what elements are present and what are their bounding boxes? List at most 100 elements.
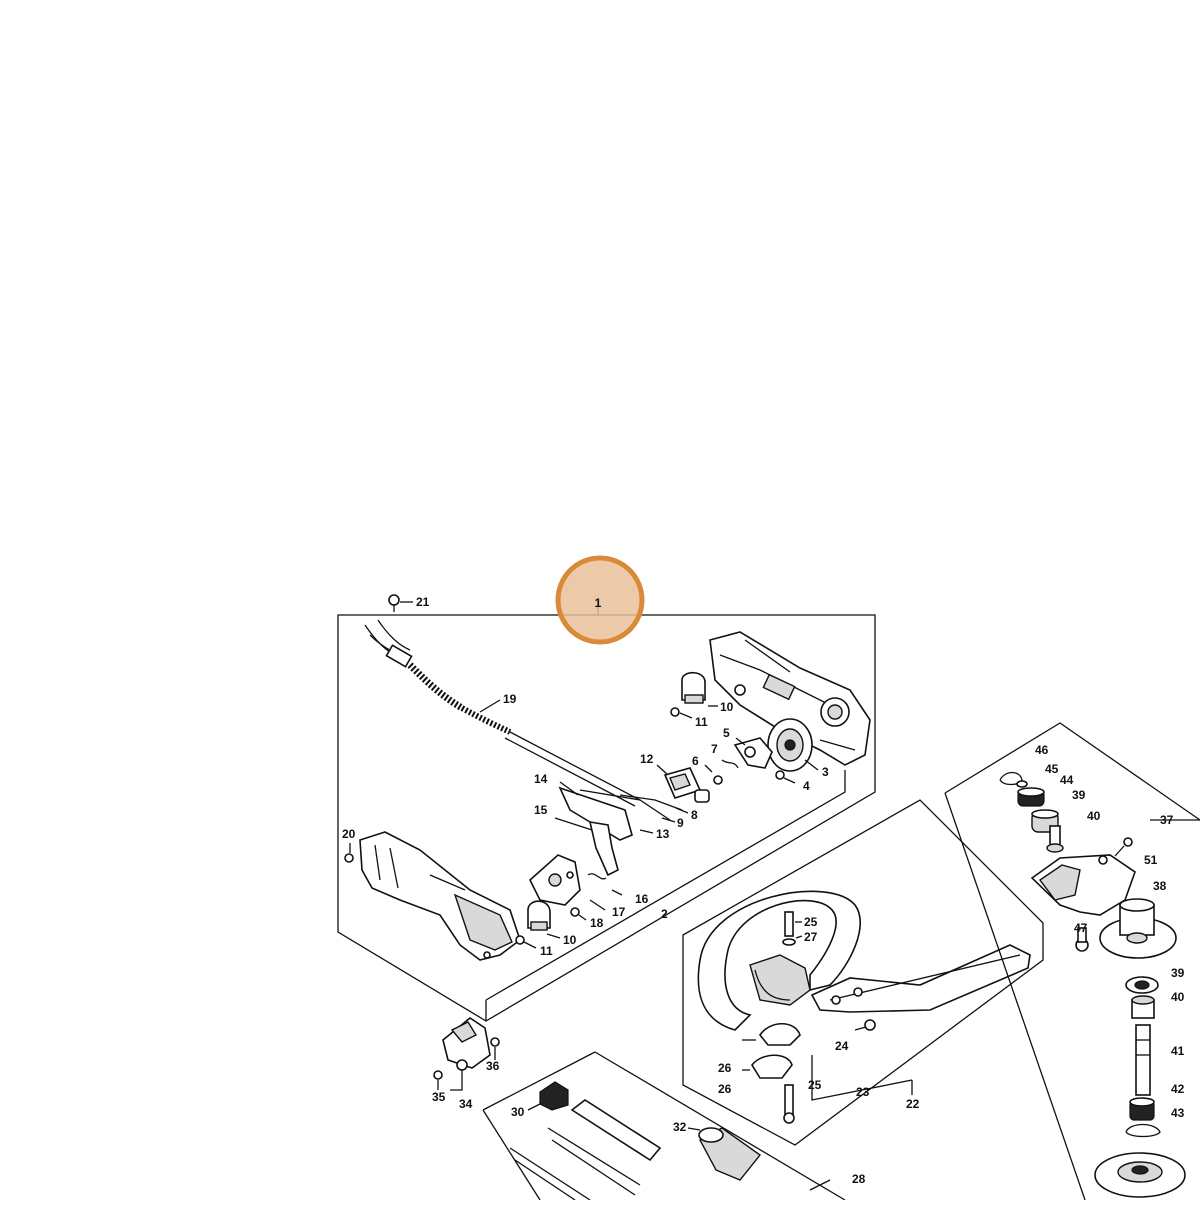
starter-pulley-part-3 (767, 718, 819, 772)
callout-22: 22 (906, 1097, 920, 1111)
bearing-part-44 (1017, 787, 1045, 807)
washer-part-27 (782, 935, 803, 946)
callout-26-upper: 26 (718, 1061, 732, 1075)
callout-40-lower: 40 (1171, 990, 1185, 1004)
nut-part-36 (490, 1037, 500, 1060)
callout-40-upper: 40 (1087, 809, 1101, 823)
callout-30: 30 (511, 1105, 525, 1119)
highlight-marker[interactable] (555, 555, 645, 645)
callout-23: 23 (856, 1085, 870, 1099)
clamp-part-10-upper (681, 671, 718, 707)
screw-part-25-lower (783, 1084, 795, 1124)
callout-24: 24 (835, 1039, 849, 1053)
clamp-part-10-lower (527, 900, 561, 939)
engine-housing-part (709, 631, 871, 766)
spring-part-17 (589, 899, 606, 911)
gear-part-40-lower (1131, 995, 1155, 1019)
callout-7: 7 (711, 742, 718, 756)
shaft-tube-frame (482, 1051, 846, 1201)
callout-10-lower: 10 (563, 933, 577, 947)
callout-34: 34 (459, 1097, 473, 1111)
screw-part-21 (388, 594, 413, 612)
leader-34 (450, 1070, 463, 1091)
thrust-plate-part (1094, 1152, 1186, 1198)
callout-44: 44 (1060, 773, 1074, 787)
callout-28: 28 (852, 1172, 866, 1186)
callout-26-lower: 26 (718, 1082, 732, 1096)
callout-43: 43 (1171, 1106, 1185, 1120)
callout-3: 3 (822, 765, 829, 779)
spring-part-16 (587, 873, 623, 896)
callout-27: 27 (804, 930, 818, 944)
callout-2: 2 (661, 907, 668, 921)
wiring-harness-part-19 (364, 619, 641, 807)
screw-part-18 (570, 907, 587, 921)
callout-37: 37 (1160, 813, 1174, 827)
callout-16: 16 (635, 892, 649, 906)
screw-part-51 (1114, 837, 1133, 857)
screw-part-11-lower (515, 935, 537, 949)
grip-part-32 (687, 1127, 762, 1181)
screw-part-47 (1075, 927, 1089, 952)
shaft-part-41 (1135, 1024, 1151, 1096)
handlebar-assembly-frame (682, 799, 1044, 1146)
callout-11-lower: 11 (540, 944, 553, 958)
callout-41: 41 (1171, 1044, 1185, 1058)
gearhead-assembly-frame (944, 722, 1200, 1201)
callout-labels: 1 21 19 10 11 5 7 12 6 3 4 14 9 8 13 15 … (342, 595, 1185, 1186)
control-housing-part (529, 854, 581, 906)
spring-part-7 (721, 759, 739, 769)
spring-part-4 (775, 770, 796, 784)
washer-part-45 (1016, 780, 1028, 788)
loop-handle-part (697, 890, 861, 1031)
callout-36: 36 (486, 1059, 500, 1073)
screw-part-25-upper (784, 911, 802, 937)
callout-45: 45 (1045, 762, 1059, 776)
callout-39-upper: 39 (1072, 788, 1086, 802)
callout-25-upper: 25 (804, 915, 818, 929)
callout-14: 14 (534, 772, 548, 786)
screw-part-11-upper (670, 707, 693, 719)
cable-part-8 (619, 794, 689, 814)
gear-housing-part-38 (1030, 854, 1177, 959)
handle-clamp-part-34 (442, 1017, 491, 1071)
callout-42: 42 (1171, 1082, 1185, 1096)
callout-21: 21 (416, 595, 430, 609)
throttle-trigger-part-14 (558, 781, 633, 841)
callout-39-lower: 39 (1171, 966, 1185, 980)
callout-5: 5 (723, 726, 730, 740)
shaft-part-28-leader (809, 1179, 831, 1191)
callout-20: 20 (342, 827, 356, 841)
callout-15: 15 (534, 803, 548, 817)
circlip-part-43 (1125, 1123, 1161, 1138)
callout-9: 9 (677, 816, 684, 830)
callout-1[interactable]: 1 (595, 596, 602, 610)
switch-block-part-12 (656, 764, 710, 803)
nut-part-24 (854, 1019, 876, 1031)
clamp-part-26 (742, 1022, 801, 1079)
drive-shaft-part (509, 1099, 662, 1201)
callout-17: 17 (612, 905, 626, 919)
callout-19: 19 (503, 692, 517, 706)
screw-part-20 (344, 843, 354, 863)
bearing-part-42 (1129, 1097, 1155, 1121)
circlip-part-46 (999, 771, 1023, 786)
callout-8: 8 (691, 808, 698, 822)
callout-35: 35 (432, 1090, 446, 1104)
callout-11-upper: 11 (695, 715, 708, 729)
gear-part-40-upper (1046, 825, 1064, 853)
handle-housing-part (359, 831, 521, 961)
callout-38: 38 (1153, 879, 1167, 893)
part-13 (639, 829, 654, 834)
lock-lever-part-15 (554, 817, 619, 877)
callout-47: 47 (1074, 921, 1088, 935)
callout-12: 12 (640, 752, 654, 766)
bearing-part-39-lower (1125, 976, 1159, 994)
callout-46: 46 (1035, 743, 1049, 757)
callout-13: 13 (656, 827, 670, 841)
screw-part-6 (704, 764, 723, 785)
callout-32: 32 (673, 1120, 687, 1134)
callout-25-lower: 25 (808, 1078, 822, 1092)
